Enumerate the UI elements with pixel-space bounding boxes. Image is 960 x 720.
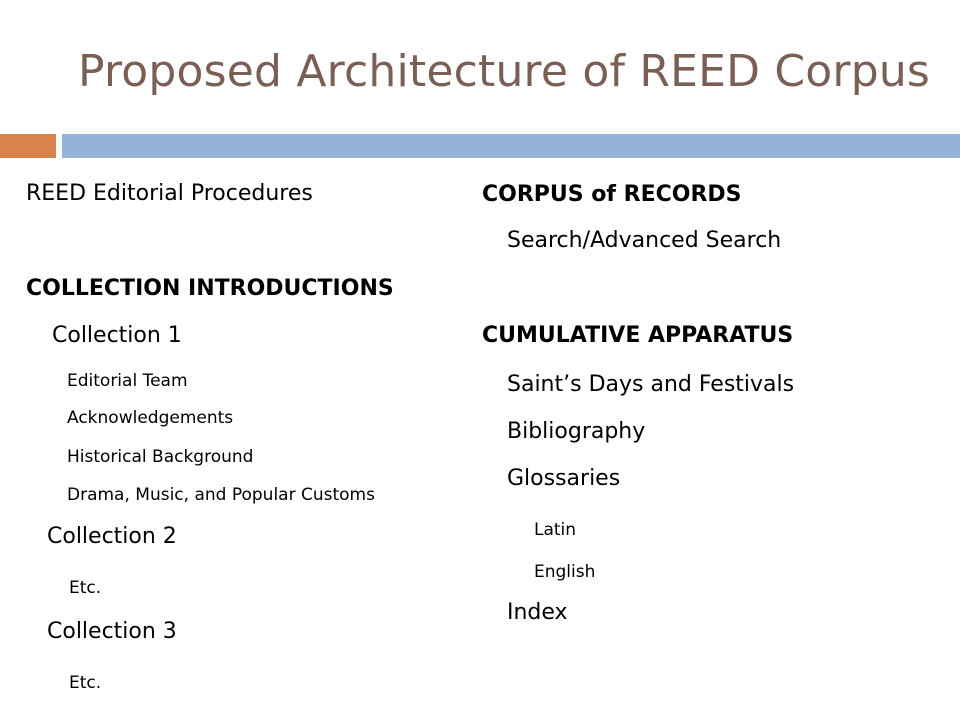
glossary-english: English bbox=[534, 562, 596, 582]
glossaries: Glossaries bbox=[507, 466, 621, 491]
collection-introductions-heading: COLLECTION INTRODUCTIONS bbox=[26, 276, 394, 301]
c1-item-editorial-team: Editorial Team bbox=[67, 371, 188, 391]
search-advanced-search: Search/Advanced Search bbox=[507, 228, 782, 253]
accent-bar-orange bbox=[0, 134, 56, 158]
saints-days-festivals: Saint’s Days and Festivals bbox=[507, 372, 795, 397]
glossary-latin: Latin bbox=[534, 520, 577, 540]
collection-3-etc: Etc. bbox=[69, 673, 102, 693]
c1-item-drama-music: Drama, Music, and Popular Customs bbox=[67, 485, 375, 505]
collection-2: Collection 2 bbox=[47, 524, 177, 549]
slide-title: Proposed Architecture of REED Corpus bbox=[78, 46, 931, 97]
collection-1: Collection 1 bbox=[52, 323, 182, 348]
corpus-of-records-heading: CORPUS of RECORDS bbox=[482, 182, 742, 207]
editorial-procedures: REED Editorial Procedures bbox=[26, 181, 313, 206]
bibliography: Bibliography bbox=[507, 419, 646, 444]
accent-bar-blue bbox=[62, 134, 960, 158]
cumulative-apparatus-heading: CUMULATIVE APPARATUS bbox=[482, 323, 794, 348]
c1-item-historical-background: Historical Background bbox=[67, 447, 254, 467]
c1-item-acknowledgements: Acknowledgements bbox=[67, 408, 234, 428]
collection-2-etc: Etc. bbox=[69, 578, 102, 598]
collection-3: Collection 3 bbox=[47, 619, 177, 644]
index: Index bbox=[507, 600, 568, 625]
